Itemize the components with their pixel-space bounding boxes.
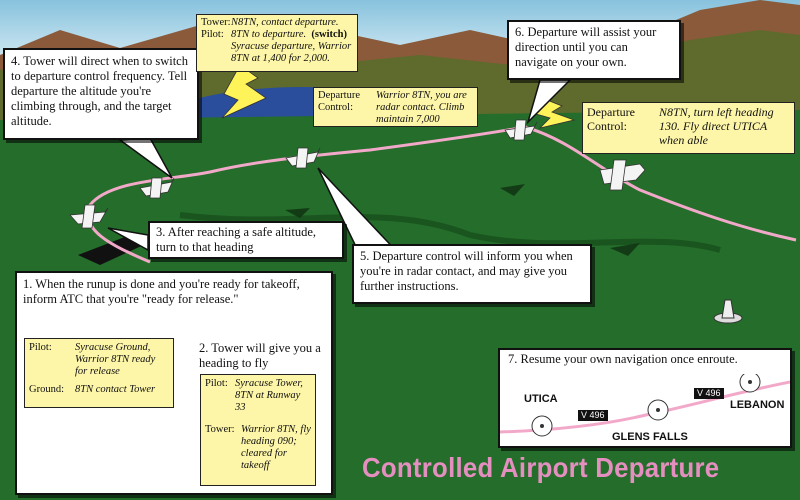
flight-path: [86, 125, 797, 264]
city-utica: UTICA: [524, 393, 558, 405]
switch-dialog-callout: Tower:N8TN, contact departure. Pilot: 8TN…: [196, 14, 358, 72]
control-label: Control:: [587, 119, 628, 133]
pilot-line: Syracuse Ground, Warrior 8TN ready for r…: [75, 342, 156, 377]
pilot-label: Pilot:: [201, 29, 224, 40]
airway-label: V 496: [694, 388, 724, 399]
step-6-callout: 6. Departure will assist your direction …: [507, 20, 681, 80]
pilot-label: Pilot:: [29, 342, 52, 353]
city-lebanon: LEBANON: [730, 399, 785, 411]
step-1-text: 1. When the runup is done and you're rea…: [23, 277, 300, 306]
ground-label: Ground:: [29, 384, 64, 395]
tower-line: N8TN, contact departure.: [231, 17, 339, 28]
control-label: Control:: [318, 102, 354, 113]
airplane-icon: [139, 177, 175, 199]
tower-dialog-callout: Pilot: Syracuse Tower, 8TN at Runway 33 T…: [200, 374, 316, 486]
step-5-text: 5. Departure control will inform you whe…: [360, 249, 573, 293]
step-5-callout: 5. Departure control will inform you whe…: [352, 244, 592, 304]
vor-station-icon: [531, 415, 553, 437]
step-6-text: 6. Departure will assist your direction …: [515, 25, 657, 69]
airway-label: V 496: [578, 410, 608, 421]
departure-label: Departure: [587, 105, 635, 119]
pilot-label: Pilot:: [205, 378, 228, 389]
step-2-text: 2. Tower will give you a heading to fly: [199, 341, 321, 370]
tower-label: Tower:: [201, 17, 231, 28]
departure-line: N8TN, turn left heading 130. Fly direct …: [659, 105, 774, 147]
tower-label: Tower:: [205, 424, 235, 435]
step-4-callout: 4. Tower will direct when to switch to d…: [3, 48, 199, 140]
route-map: [500, 374, 790, 437]
switch-note: (switch): [311, 29, 347, 40]
airplane-icon: [504, 119, 538, 141]
tower-line: Warrior 8TN, fly heading 090; cleared fo…: [241, 424, 311, 471]
departure-line: Warrior 8TN, you are radar contact. Clim…: [376, 90, 467, 125]
lightning-bolt-icon: [221, 64, 267, 119]
airplane-icon: [69, 204, 109, 229]
airplane-icon: [285, 147, 321, 169]
ground-line: 8TN contact Tower: [75, 384, 156, 395]
pilot-line: Syracuse Tower, 8TN at Runway 33: [235, 378, 303, 413]
step-7-panel: 7. Resume your own navigation once enrou…: [498, 348, 792, 448]
step-3-text: 3. After reaching a safe altitude, turn …: [156, 225, 316, 254]
step-4-text: 4. Tower will direct when to switch to d…: [11, 54, 188, 128]
city-glens-falls: GLENS FALLS: [612, 431, 688, 443]
airplane-icon: [599, 159, 646, 191]
ground-dialog-callout: Pilot: Syracuse Ground, Warrior 8TN ready…: [24, 338, 174, 408]
vor-station-icon: [739, 374, 761, 393]
pilot-line: 8TN to departure.: [231, 29, 307, 40]
step-3-callout: 3. After reaching a safe altitude, turn …: [148, 221, 344, 259]
vor-station-icon: [647, 399, 669, 421]
pilot-line-2: Syracuse departure, Warrior 8TN at 1,400…: [231, 41, 352, 64]
departure-label: Departure: [318, 90, 360, 101]
vor-station-icon: [713, 299, 743, 324]
diagram-title: Controlled Airport Departure: [362, 452, 720, 483]
step-7-text: 7. Resume your own navigation once enrou…: [508, 352, 738, 366]
